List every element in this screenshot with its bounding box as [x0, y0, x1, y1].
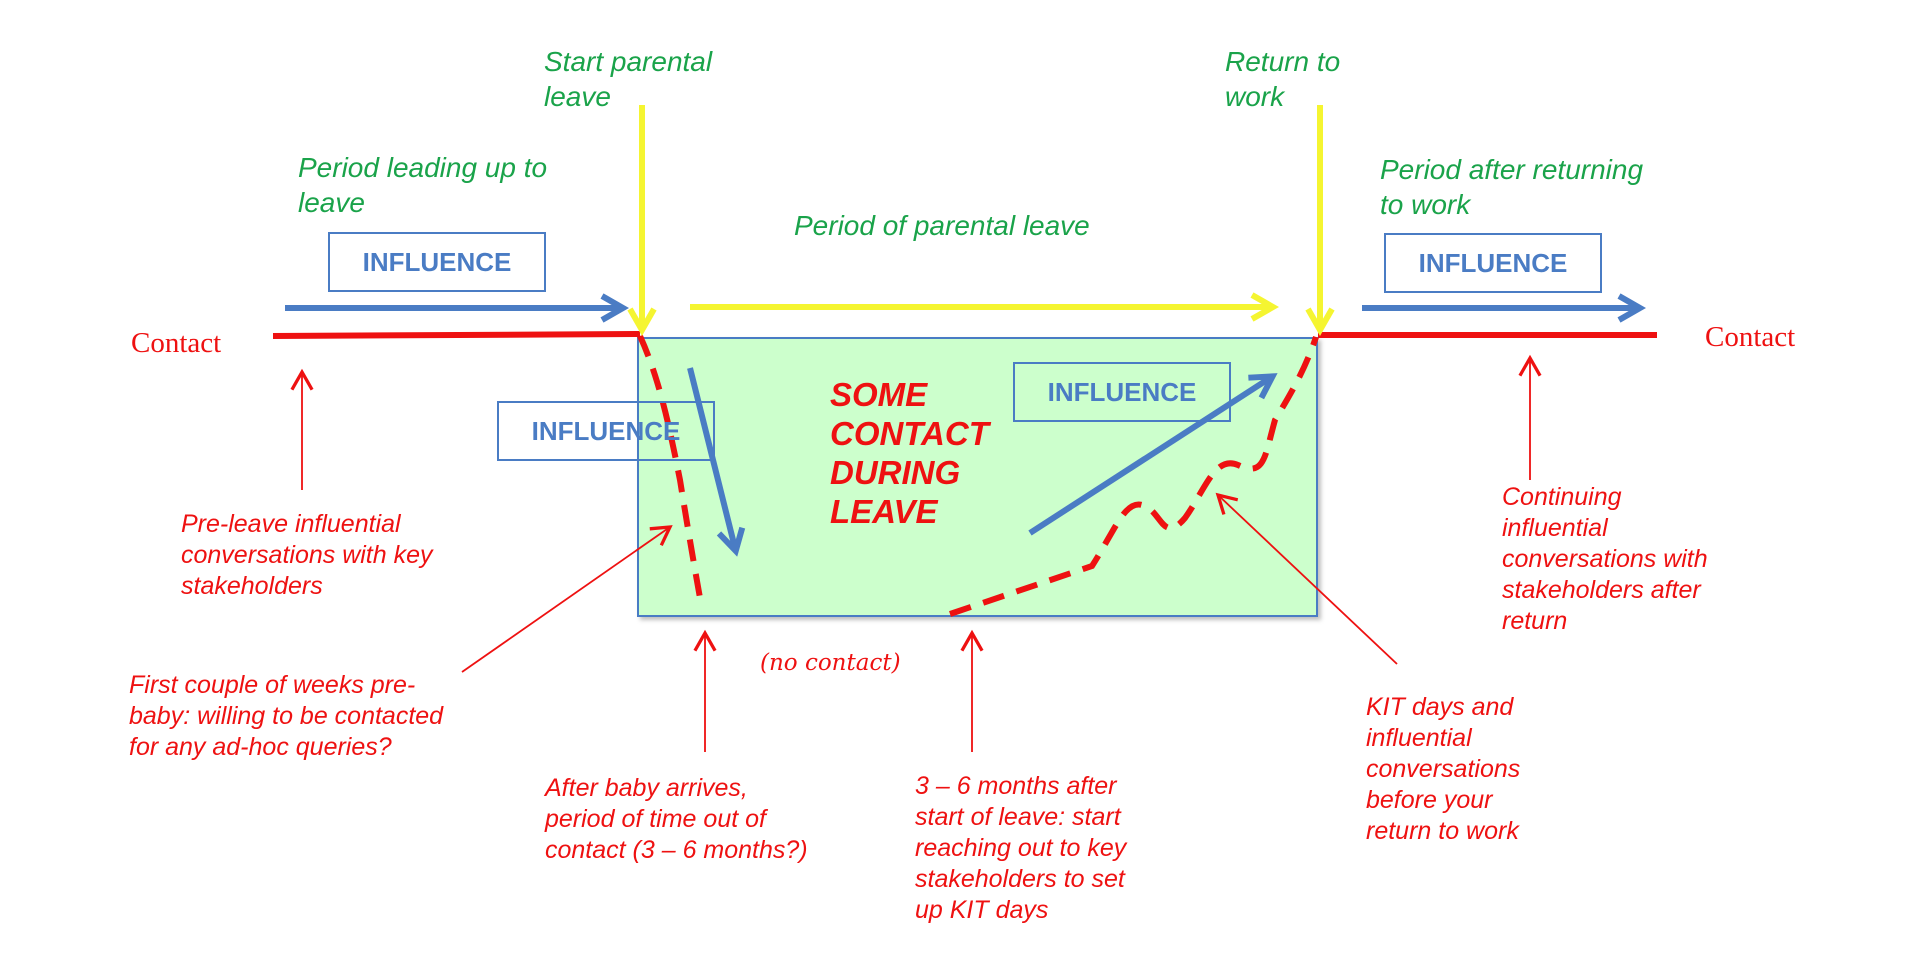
leave-period-box	[637, 337, 1318, 617]
influence-box-leave-left: INFLUENCE	[497, 401, 715, 461]
period-after-label: Period after returning to work	[1380, 154, 1644, 220]
pointer-first-weeks	[461, 525, 673, 673]
contact-dropoff-dashed	[637, 334, 703, 599]
no-contact-label: (no contact)	[760, 650, 901, 676]
annotation-after-baby: After baby arrives, period of time out o…	[545, 774, 808, 864]
contact-label-left: Contact	[131, 327, 222, 359]
annotation-continuing: Continuing influential conversations wit…	[1502, 483, 1708, 635]
annotation-first-weeks: First couple of weeks pre- baby: willing…	[129, 671, 444, 761]
return-to-work-label: Return to work	[1225, 46, 1341, 112]
influence-arrow-dropping	[687, 367, 746, 557]
pointer-kit-days	[1215, 492, 1398, 665]
period-before-label: Period leading up to leave	[298, 152, 548, 218]
start-leave-label: Start parental leave	[544, 46, 713, 112]
contact-label-right: Contact	[1705, 321, 1796, 353]
contact-line-before	[272, 331, 641, 339]
annotation-three-six-months: 3 – 6 months after start of leave: start…	[915, 772, 1127, 924]
influence-box-after: INFLUENCE	[1384, 233, 1602, 293]
influence-box-leave-right: INFLUENCE	[1013, 362, 1231, 422]
influence-box-before: INFLUENCE	[328, 232, 546, 292]
period-leave-label: Period of parental leave	[794, 210, 1090, 241]
annotation-pre-leave: Pre-leave influential conversations with…	[181, 510, 433, 600]
some-contact-label: SOME CONTACT DURING LEAVE	[830, 376, 989, 530]
annotation-kit-days: KIT days and influential conversations b…	[1366, 693, 1521, 845]
contact-resume-dashed	[949, 336, 1319, 617]
